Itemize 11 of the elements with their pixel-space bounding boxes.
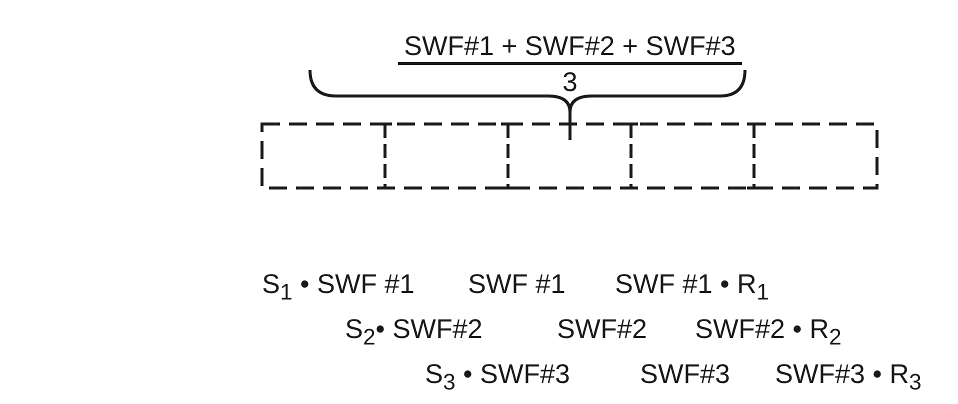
equation-text: SWF#3: [640, 358, 730, 390]
equation-text: SWF #1: [468, 268, 566, 300]
equation-text: SWF#2: [557, 313, 648, 345]
equation-text: S$_{1}$ • SWF #1: [262, 268, 415, 306]
formula-denominator: 3: [562, 66, 578, 98]
equation-text: SWF #1 • R$_{1}$: [615, 268, 769, 306]
formula-numerator: SWF#1 + SWF#2 + SWF#3: [398, 30, 742, 65]
equation-text: S$_{2}$• SWF#2: [345, 313, 483, 352]
equation-text: SWF#3 • R$_{3}$: [775, 358, 922, 396]
equation-text: S$_{3}$ • SWF#3: [425, 358, 570, 396]
equation-text: SWF#2 • R$_{2}$: [695, 313, 842, 352]
